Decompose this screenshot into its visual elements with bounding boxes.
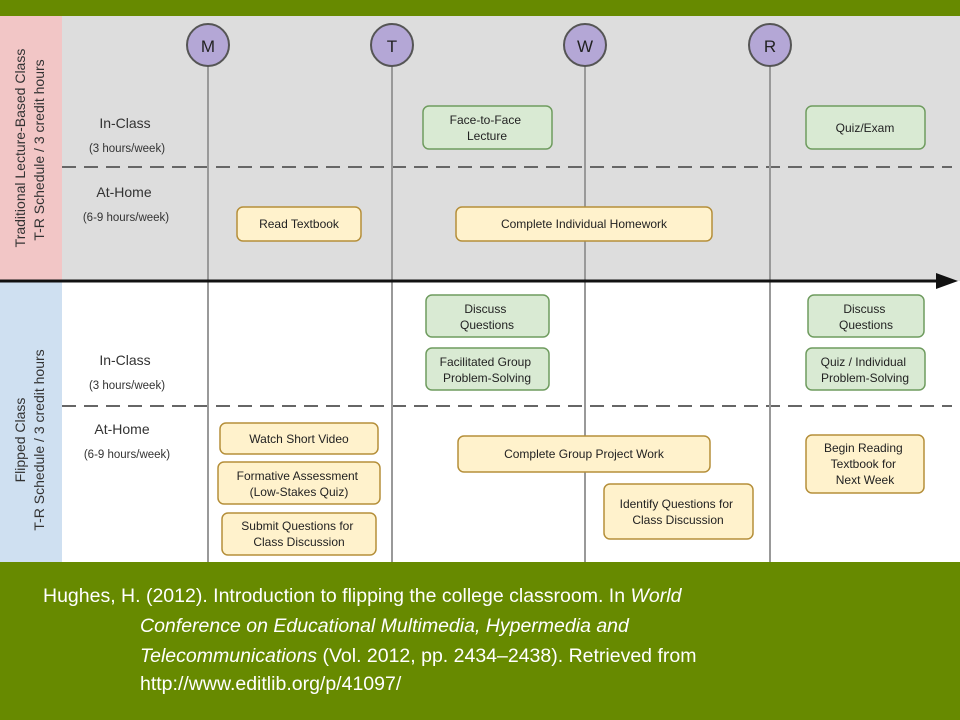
flipped-side-label-line1: Flipped Class: [12, 398, 28, 483]
activity-text: Quiz / Individual: [821, 355, 906, 369]
activity-text: Facilitated Group: [440, 355, 532, 369]
activity-complete-individual-homework: Complete Individual Homework: [455, 206, 713, 242]
activity-text: Complete Individual Homework: [501, 217, 668, 231]
svg-text:Submit Questions for Cla: Submit Questions for Class Discussion: [241, 519, 356, 549]
activity-quiz-individual-problem-solving: Quiz / Individual Problem-Solving: [805, 347, 926, 391]
svg-text:Discuss Questions: Discuss Questions: [839, 302, 893, 332]
activity-text: Identify Questions for: [620, 497, 733, 511]
activity-text: Class Discussion: [632, 513, 723, 527]
activity-watch-short-video: Watch Short Video: [219, 422, 379, 455]
activity-face-to-face-lecture: Face-to-Face Lecture: [422, 105, 553, 150]
activity-formative-assessment: Formative Assessment (Low-Stakes Quiz): [217, 461, 381, 505]
citation-authors-title: Hughes, H. (2012). Introduction to flipp…: [43, 585, 631, 607]
flipped-side-band: [0, 281, 62, 562]
activity-text: Class Discussion: [253, 535, 344, 549]
activity-submit-questions: Submit Questions for Class Discussion: [221, 512, 377, 556]
activity-quiz-exam: Quiz/Exam: [805, 105, 926, 150]
activity-text: Submit Questions for: [241, 519, 353, 533]
activity-text: Begin Reading: [824, 441, 903, 455]
day-label-r: R: [764, 37, 776, 56]
citation-line-2: Conference on Educational Multimedia, Hy…: [140, 615, 629, 637]
day-label-m: M: [201, 37, 215, 56]
citation-line-3: Telecommunications (Vol. 2012, pp. 2434–…: [140, 645, 696, 668]
day-label-w: W: [577, 37, 593, 56]
activity-text: Watch Short Video: [249, 432, 349, 446]
activity-text: Quiz/Exam: [836, 121, 895, 135]
day-marker-t: T: [370, 23, 414, 67]
activity-text: Questions: [460, 318, 514, 332]
svg-text:Discuss Questions: Discuss Questions: [460, 302, 514, 332]
svg-text:Complete Individual Homework: Complete Individual Homework: [501, 217, 668, 231]
svg-text:Quiz/Exam: Quiz/Exam: [836, 121, 895, 135]
activity-facilitated-group-problem-solving: Facilitated Group Problem-Solving: [425, 347, 550, 391]
activity-text: Complete Group Project Work: [504, 447, 665, 461]
svg-text:Face-to-Face Lecture: Face-to-Face Lecture: [450, 113, 525, 143]
activity-read-textbook: Read Textbook: [236, 206, 362, 242]
activity-text: Problem-Solving: [443, 371, 531, 385]
timeline-arrowhead-icon: [936, 273, 958, 289]
flipped-in-class-hours: (3 hours/week): [89, 380, 165, 392]
activity-complete-group-project-work: Complete Group Project Work: [457, 435, 711, 473]
traditional-at-home-label: At-Home: [96, 184, 151, 200]
activity-text: Discuss: [843, 302, 885, 316]
activity-text: Formative Assessment: [237, 469, 359, 483]
svg-text:Watch Short Video: Watch Short Video: [249, 432, 349, 446]
day-marker-r: R: [748, 23, 792, 67]
activity-text: (Low-Stakes Quiz): [250, 485, 349, 499]
day-label-t: T: [387, 37, 397, 56]
traditional-in-class-hours: (3 hours/week): [89, 143, 165, 155]
activity-text: Questions: [839, 318, 893, 332]
activity-text: Discuss: [464, 302, 506, 316]
svg-text:Facilitated Group Proble: Facilitated Group Problem-Solving: [440, 355, 535, 385]
activity-identify-questions: Identify Questions for Class Discussion: [603, 483, 754, 540]
traditional-side-band: [0, 16, 62, 281]
citation-url[interactable]: http://www.editlib.org/p/41097/: [140, 673, 402, 695]
citation-block: [0, 560, 960, 720]
activity-text: Read Textbook: [259, 217, 340, 231]
traditional-side-label-line2: T-R Schedule / 3 credit hours: [31, 59, 47, 240]
svg-text:Identify Questions for C: Identify Questions for Class Discussion: [620, 497, 737, 527]
traditional-at-home-hours: (6-9 hours/week): [83, 212, 169, 224]
svg-text:Formative Assessment (Lo: Formative Assessment (Low-Stakes Quiz): [237, 469, 362, 499]
activity-text: Problem-Solving: [821, 371, 909, 385]
citation-venue-start: World: [630, 585, 682, 607]
svg-text:Complete Group Project Work: Complete Group Project Work: [504, 447, 665, 461]
activity-text: Face-to-Face: [450, 113, 522, 127]
svg-text:Quiz / Individual Proble: Quiz / Individual Problem-Solving: [821, 355, 910, 385]
traditional-side-label-line1: Traditional Lecture-Based Class: [12, 49, 28, 248]
activity-text: Lecture: [467, 129, 507, 143]
svg-text:Begin Reading Textbook f: Begin Reading Textbook for Next Week: [824, 441, 906, 487]
flipped-side-label-line2: T-R Schedule / 3 credit hours: [31, 349, 47, 530]
svg-text:Read Textbook: Read Textbook: [259, 217, 340, 231]
citation-line-1: Hughes, H. (2012). Introduction to flipp…: [43, 585, 681, 608]
day-marker-m: M: [186, 23, 230, 67]
activity-text: Textbook for: [831, 457, 896, 471]
activity-text: Next Week: [836, 473, 895, 487]
citation-volume-pages: (Vol. 2012, pp. 2434–2438). Retrieved fr…: [317, 645, 697, 667]
citation-venue-end: Telecommunications: [140, 645, 318, 667]
flipped-in-class-label: In-Class: [99, 352, 150, 368]
flipped-at-home-label: At-Home: [94, 421, 149, 437]
activity-discuss-questions-r: Discuss Questions: [807, 294, 925, 338]
activity-begin-reading: Begin Reading Textbook for Next Week: [805, 434, 925, 494]
traditional-in-class-label: In-Class: [99, 115, 150, 131]
day-marker-w: W: [563, 23, 607, 67]
flipped-at-home-hours: (6-9 hours/week): [84, 449, 170, 461]
activity-discuss-questions-t: Discuss Questions: [425, 294, 550, 338]
